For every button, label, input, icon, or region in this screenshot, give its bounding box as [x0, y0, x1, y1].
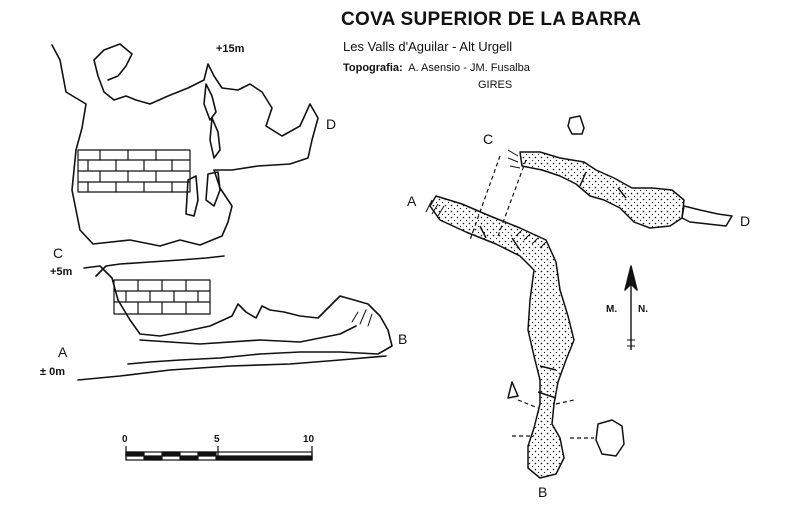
section-view	[51, 43, 393, 381]
plan-chamber-side	[595, 419, 625, 457]
plan-wall-hatch	[515, 229, 547, 249]
section-brick-wall-lower	[113, 279, 211, 315]
scale-tick-5: 5	[214, 434, 220, 445]
plan-label-d: D	[740, 213, 751, 229]
section-brick-wall-upper	[77, 149, 191, 193]
plan-main-passage	[429, 195, 575, 479]
plan-entrance-hatch-c	[507, 149, 521, 169]
plan-view	[425, 115, 733, 479]
scale-tick-0: 0	[122, 434, 128, 445]
north-arrow-icon	[624, 265, 638, 350]
section-vegetation	[351, 309, 373, 327]
plan-dividers	[479, 171, 627, 399]
plan-upper-branch	[519, 151, 685, 229]
map-title: COVA SUPERIOR DE LA BARRA	[341, 9, 642, 30]
plan-rock-spike	[507, 381, 519, 399]
section-lower-ceiling	[95, 255, 225, 277]
plan-entrance-hatch-a	[425, 199, 445, 217]
section-label-d: D	[326, 116, 337, 132]
plan-chamber-top	[567, 115, 585, 135]
elevation-base: ± 0m	[40, 366, 65, 378]
plan-label-a: A	[407, 193, 417, 209]
group-name: GIRES	[478, 79, 513, 91]
section-pillar-3	[185, 175, 199, 217]
section-base-floor	[77, 355, 387, 381]
plan-projection-lines	[469, 155, 594, 439]
scale-tick-10: 10	[303, 434, 315, 445]
section-pillar-1	[203, 83, 217, 121]
elevation-mid: +5m	[50, 266, 73, 278]
north-arrow-magnetic-label: M.	[606, 304, 618, 315]
section-lower-inner	[139, 325, 357, 345]
section-pillar-2	[209, 117, 221, 159]
plan-label-c: C	[483, 131, 494, 147]
section-label-a: A	[58, 344, 68, 360]
section-label-b: B	[398, 331, 408, 347]
plan-label-b: B	[538, 484, 548, 500]
section-label-c: C	[53, 245, 64, 261]
topography-credit: Topografia: A. Asensio - JM. Fusalba	[343, 62, 530, 74]
plan-tail-d	[681, 205, 733, 227]
location-subtitle: Les Valls d'Aguilar - Alt Urgell	[343, 39, 513, 54]
section-lower-passage	[83, 265, 393, 365]
scale-bar	[125, 446, 313, 461]
north-arrow-north-label: N.	[638, 304, 648, 315]
section-pillar-4	[205, 171, 221, 207]
topography-label: Topografia:	[343, 62, 403, 74]
topography-authors: A. Asensio - JM. Fusalba	[408, 62, 530, 74]
section-upper-chamber	[51, 43, 319, 247]
elevation-top: +15m	[216, 43, 245, 55]
